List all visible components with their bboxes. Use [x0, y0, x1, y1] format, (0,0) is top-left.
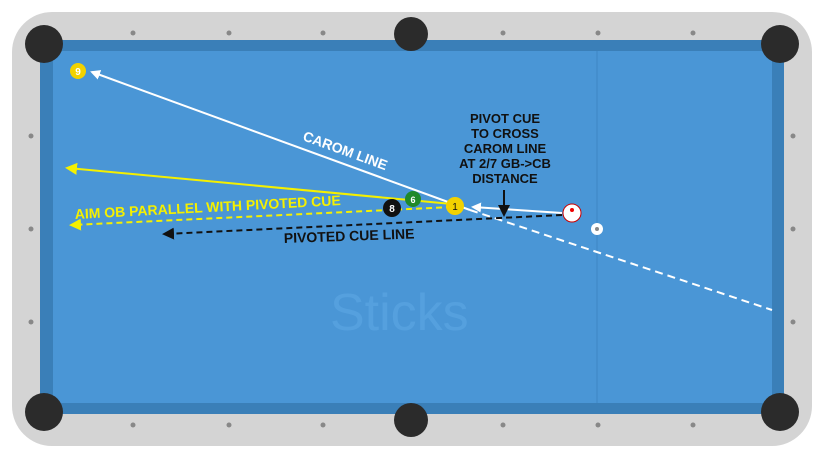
svg-text:CAROM LINE: CAROM LINE [464, 141, 547, 156]
svg-text:8: 8 [389, 204, 395, 215]
pivot-note: PIVOT CUE TO CROSS CAROM LINE AT 2/7 GB-… [459, 111, 551, 186]
pockets [25, 17, 799, 437]
svg-text:9: 9 [75, 67, 81, 78]
svg-text:AT 2/7 GB->CB: AT 2/7 GB->CB [459, 156, 551, 171]
carom-line [90, 70, 471, 211]
svg-text:6: 6 [410, 195, 415, 205]
ghost-ball [591, 223, 603, 235]
pocket-top-side [394, 17, 428, 51]
ball-8: 8 [383, 199, 401, 217]
pocket-bottom-side [394, 403, 428, 437]
svg-text:PIVOT CUE: PIVOT CUE [470, 111, 540, 126]
table-felt [53, 51, 772, 403]
pocket-top-right [761, 25, 799, 63]
pocket-bottom-left [25, 393, 63, 431]
cue-ball-path [471, 202, 563, 214]
ball-9: 9 [70, 63, 86, 79]
watermark: Sticks [330, 284, 469, 342]
svg-text:1: 1 [452, 202, 458, 213]
pivoted-cue-line-label: PIVOTED CUE LINE [284, 225, 415, 246]
carom-line-extension [469, 209, 773, 311]
pocket-bottom-right [761, 393, 799, 431]
svg-text:TO CROSS: TO CROSS [471, 126, 539, 141]
ball-6: 6 [405, 191, 421, 207]
diamonds [28, 30, 796, 428]
svg-text:DISTANCE: DISTANCE [472, 171, 538, 186]
object-ball-path [65, 162, 453, 205]
pocket-top-left [25, 25, 63, 63]
ball-1: 1 [446, 197, 464, 215]
pivoted-cue-line [162, 214, 563, 240]
cue-ball [562, 203, 582, 223]
